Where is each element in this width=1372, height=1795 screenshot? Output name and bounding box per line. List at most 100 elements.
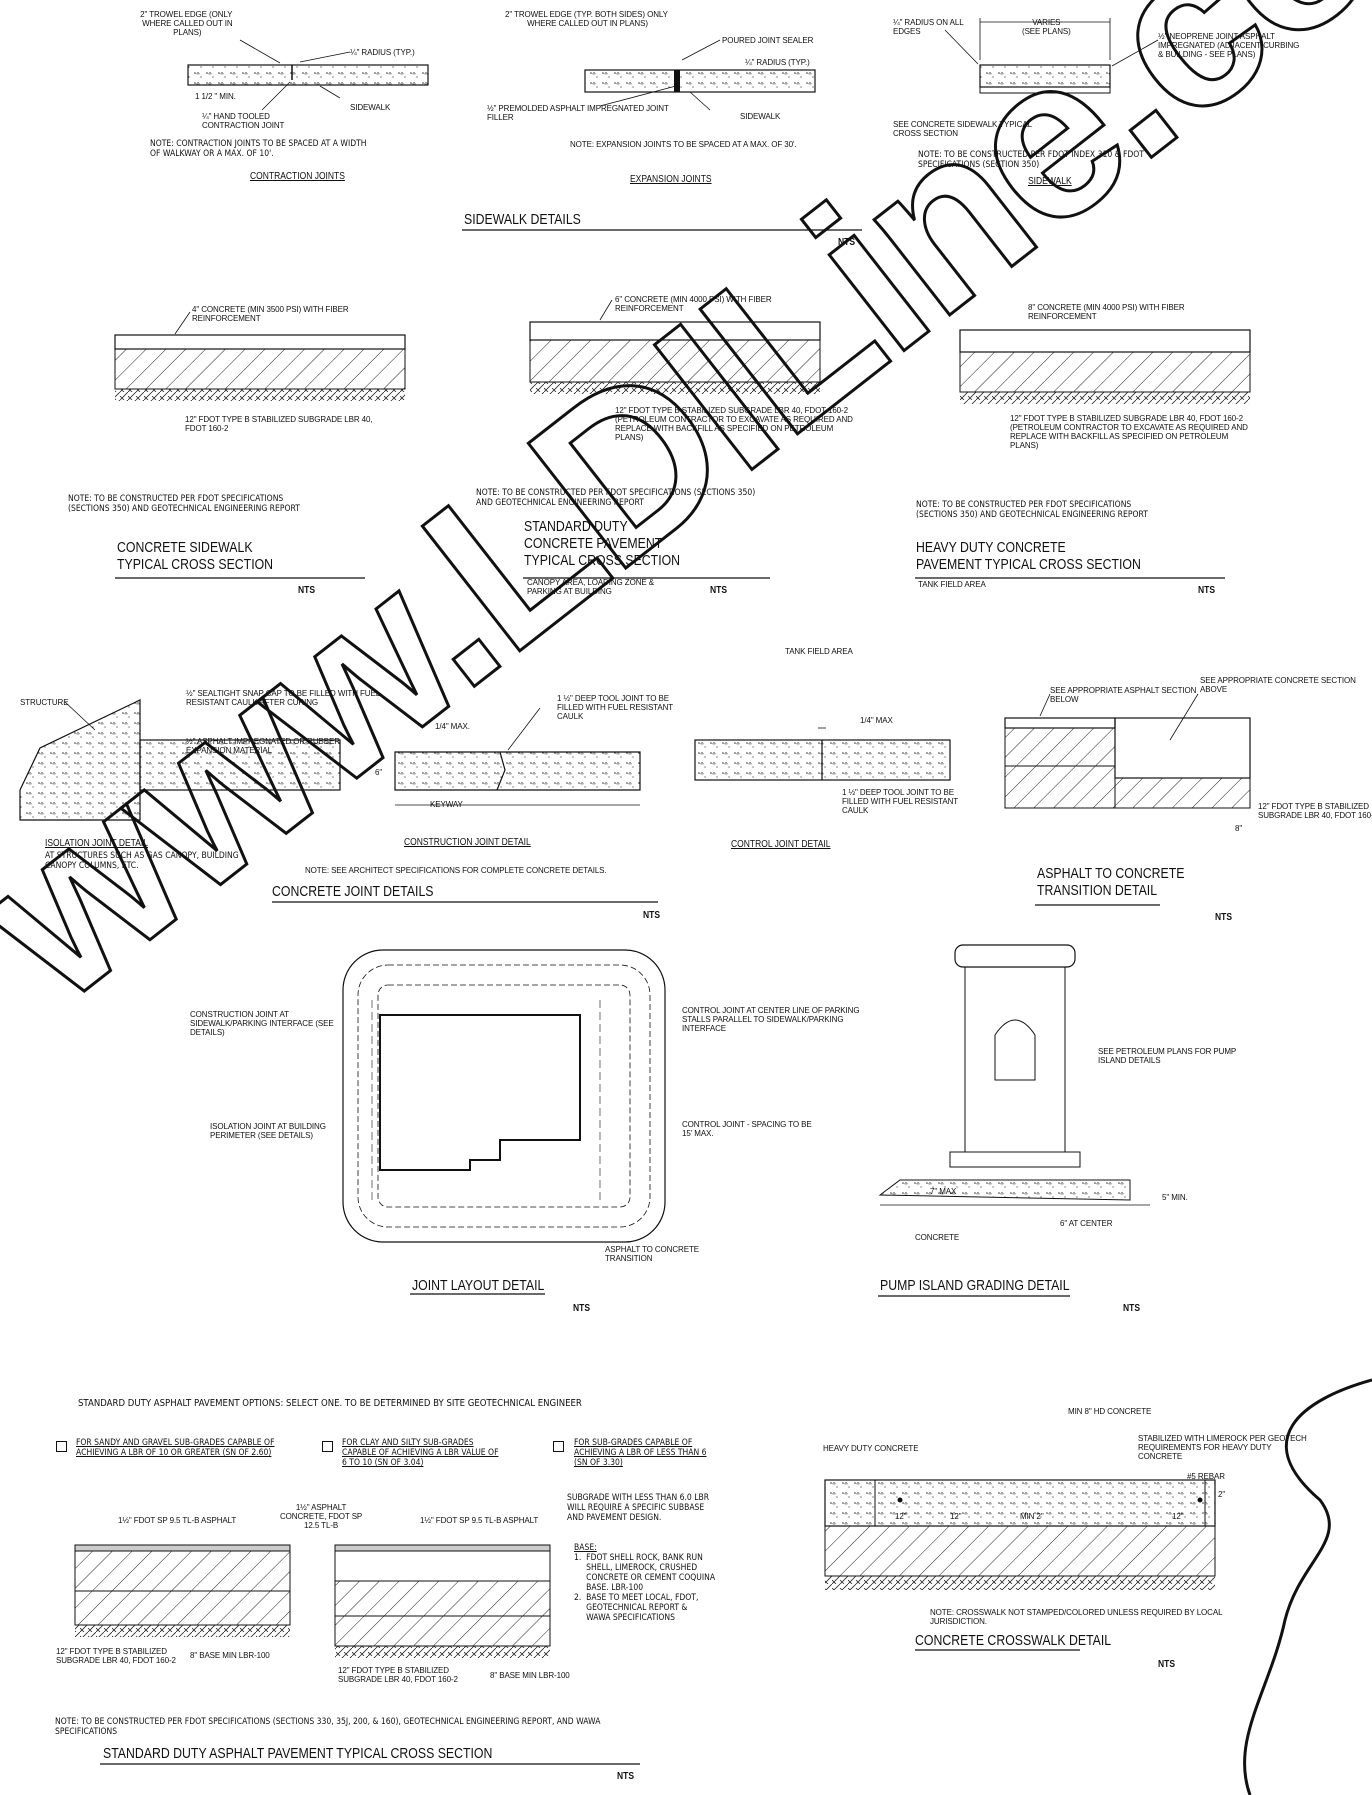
heavy-cross-section-drawing — [959, 329, 1251, 404]
joint-layout-nts: NTS — [573, 1303, 590, 1314]
architect-note: NOTE: SEE ARCHITECT SPECIFICATIONS FOR C… — [305, 866, 607, 875]
isolation-joint-desc: AT STRUCTURES SUCH AS GAS CANOPY, BUILDI… — [45, 851, 239, 871]
asphalt-heading: STANDARD DUTY ASPHALT PAVEMENT OPTIONS: … — [78, 1398, 582, 1409]
option-3-checkbox[interactable] — [553, 1441, 564, 1452]
cs-sidewalk-nts: NTS — [298, 585, 315, 596]
asphalt-a-base: 8" BASE MIN LBR-100 — [190, 1651, 270, 1660]
deep-tool-label: 1 ½" DEEP TOOL JOINT TO BE FILLED WITH F… — [557, 694, 674, 721]
crosswalk-min2: MIN 2" — [1020, 1512, 1044, 1521]
crosswalk-nts: NTS — [1158, 1659, 1175, 1670]
joint-layout-title: JOINT LAYOUT DETAIL — [412, 1277, 545, 1294]
tank-field-label: TANK FIELD AREA — [785, 647, 853, 656]
transition-nts: NTS — [1215, 912, 1232, 923]
sealtight-label: ½" SEALTIGHT SNAP CAP TO BE FILLED WITH … — [186, 689, 381, 707]
cs-sidewalk-note: NOTE: TO BE CONSTRUCTED PER FDOT SPECIFI… — [68, 494, 300, 514]
sidewalk-title: SIDEWALK — [1028, 176, 1072, 187]
cs-heavy-nts: NTS — [1198, 585, 1215, 596]
sidewalk-details-nts: NTS — [838, 237, 855, 248]
construction-joint-drawing — [394, 707, 641, 806]
transition-asphalt: SEE APPROPRIATE ASPHALT SECTION BELOW — [1050, 686, 1197, 704]
quarter-max-label: 1/4" MAX. — [435, 722, 470, 731]
concrete-joint-details-nts: NTS — [643, 910, 660, 921]
asphalt-base-title: BASE: — [574, 1543, 597, 1553]
layout-control-spacing: CONTROL JOINT - SPACING TO BE 15' MAX. — [682, 1120, 812, 1138]
pump-six-center: 6" AT CENTER — [1060, 1219, 1113, 1228]
expansion-edge-callout: 2" TROWEL EDGE (TYP. BOTH SIDES) ONLY WH… — [505, 10, 668, 28]
sidewalk-radius-edges: ¼" RADIUS ON ALL EDGES — [893, 18, 964, 36]
isolation-joint-drawing — [19, 699, 341, 821]
transition-sub: 12" FDOT TYPE B STABILIZED SUBGRADE LBR … — [1258, 802, 1372, 820]
cs-standard-area: CANOPY AREA, LOADING ZONE & PARKING AT B… — [527, 578, 654, 596]
watermark-text: www.LDILine.com — [0, 0, 1372, 1051]
crosswalk-two: 2" — [1218, 1490, 1226, 1499]
transition-title: ASPHALT TO CONCRETE TRANSITION DETAIL — [1037, 865, 1185, 899]
asphalt-b-top: 1½" FDOT SP 9.5 TL-B ASPHALT — [420, 1516, 539, 1525]
crosswalk-min8: MIN 8" HD CONCRETE — [1068, 1407, 1152, 1416]
cs-sidewalk-sub: 12" FDOT TYPE B STABILIZED SUBGRADE LBR … — [185, 415, 373, 433]
contraction-note: NOTE: CONTRACTION JOINTS TO BE SPACED AT… — [150, 139, 367, 159]
expansion-sidewalk: SIDEWALK — [740, 112, 781, 121]
asphalt-title: STANDARD DUTY ASPHALT PAVEMENT TYPICAL C… — [103, 1745, 493, 1762]
concrete-joint-details-title: CONCRETE JOINT DETAILS — [272, 883, 434, 900]
cs-standard-title: STANDARD DUTY CONCRETE PAVEMENT TYPICAL … — [524, 518, 681, 569]
contraction-hand-tooled: ¼" HAND TOOLED CONTRACTION JOINT — [202, 112, 285, 130]
pump-island-title: PUMP ISLAND GRADING DETAIL — [880, 1277, 1070, 1294]
contraction-edge-callout: 2" TROWEL EDGE (ONLY WHERE CALLED OUT IN… — [140, 10, 233, 37]
asphalt-subgrade-note: SUBGRADE WITH LESS THAN 6.0 LBR WILL REQ… — [567, 1493, 710, 1523]
contraction-joint-drawing — [187, 39, 429, 111]
asphalt-a-sub: 12" FDOT TYPE B STABILIZED SUBGRADE LBR … — [56, 1647, 176, 1665]
crosswalk-note: NOTE: CROSSWALK NOT STAMPED/COLORED UNLE… — [930, 1608, 1223, 1626]
contraction-title: CONTRACTION JOINTS — [250, 171, 345, 182]
transition-concrete: SEE APPROPRIATE CONCRETE SECTION ABOVE — [1200, 676, 1356, 694]
crosswalk-twelve-left: 12" — [895, 1512, 907, 1521]
expansion-radius: ¼" RADIUS (TYP.) — [745, 58, 810, 67]
crosswalk-twelve-right: 12" — [1172, 1512, 1184, 1521]
pump-seven-max: 7" MAX — [930, 1187, 957, 1196]
cs-sidewalk-top: 4" CONCRETE (MIN 3500 PSI) WITH FIBER RE… — [192, 305, 349, 323]
control-deep-tool: 1 ½" DEEP TOOL JOINT TO BE FILLED WITH F… — [842, 788, 959, 815]
cs-heavy-sub: 12" FDOT TYPE B STABILIZED SUBGRADE LBR … — [1010, 414, 1248, 450]
cs-sidewalk-title: CONCRETE SIDEWALK TYPICAL CROSS SECTION — [117, 539, 274, 573]
asphalt-note: NOTE: TO BE CONSTRUCTED PER FDOT SPECIFI… — [55, 1717, 601, 1737]
pump-concrete: CONCRETE — [915, 1233, 960, 1242]
cs-heavy-top: 8" CONCRETE (MIN 4000 PSI) WITH FIBER RE… — [1028, 303, 1185, 321]
pump-island-drawing — [878, 944, 1150, 1206]
cs-standard-top: 6" CONCRETE (MIN 4000 PSI) WITH FIBER RE… — [615, 295, 772, 313]
sidewalk-see-section: SEE CONCRETE SIDEWALK TYPICAL CROSS SECT… — [893, 120, 1032, 138]
option-3-label: FOR SUB-GRADES CAPABLE OF ACHIEVING A LB… — [574, 1438, 707, 1468]
option-1-checkbox[interactable] — [56, 1441, 67, 1452]
pump-five-min: 5" MIN. — [1162, 1193, 1188, 1202]
asphalt-impregnated-label: ½" ASPHALT IMPREGNATED OR RUBBER EXPANSI… — [186, 737, 340, 755]
asphalt-b-base: 8" BASE MIN LBR-100 — [490, 1671, 570, 1680]
cs-heavy-note: NOTE: TO BE CONSTRUCTED PER FDOT SPECIFI… — [916, 500, 1148, 520]
sidewalk-neoprene: ½" NEOPRENE JOINT ASPHALT IMPREGNATED (A… — [1158, 32, 1300, 59]
cs-heavy-area: TANK FIELD AREA — [918, 580, 986, 589]
sidewalk-note: NOTE: TO BE CONSTRUCTED PER FDOT INDEX 3… — [918, 150, 1145, 170]
cs-standard-nts: NTS — [710, 585, 727, 596]
crosswalk-twelve-mid: 12" — [950, 1512, 962, 1521]
contraction-radius: ¼" RADIUS (TYP.) — [350, 48, 415, 57]
expansion-sealer: POURED JOINT SEALER — [722, 36, 814, 45]
option-2-checkbox[interactable] — [322, 1441, 333, 1452]
control-quarter-max: 1/4" MAX — [860, 716, 893, 725]
crosswalk-drawing — [824, 1479, 1216, 1590]
transition-drawing — [1004, 693, 1251, 809]
crosswalk-title: CONCRETE CROSSWALK DETAIL — [915, 1632, 1112, 1649]
contraction-sidewalk: SIDEWALK — [350, 103, 391, 112]
expansion-title: EXPANSION JOINTS — [630, 174, 712, 185]
asphalt-nts: NTS — [617, 1771, 634, 1782]
layout-asphalt-transition: ASPHALT TO CONCRETE TRANSITION — [605, 1245, 699, 1263]
cs-standard-sub: 12" FDOT TYPE B STABILIZED SUBGRADE LBR … — [615, 406, 853, 442]
asphalt-base-items: 1. FDOT SHELL ROCK, BANK RUN SHELL, LIME… — [574, 1553, 716, 1623]
isolation-joint-title: ISOLATION JOINT DETAIL — [45, 838, 148, 849]
asphalt-b-conc: 1½" ASPHALT CONCRETE, FDOT SP 12.5 TL-B — [280, 1503, 363, 1530]
crosswalk-heavy: HEAVY DUTY CONCRETE — [823, 1444, 919, 1453]
control-joint-title: CONTROL JOINT DETAIL — [731, 839, 831, 850]
asphalt-a-top: 1½" FDOT SP 9.5 TL-B ASPHALT — [118, 1516, 237, 1525]
standard-cross-section-drawing — [529, 299, 821, 394]
asphalt-b-sub: 12" FDOT TYPE B STABILIZED SUBGRADE LBR … — [338, 1666, 458, 1684]
layout-isolation: ISOLATION JOINT AT BUILDING PERIMETER (S… — [210, 1122, 326, 1140]
control-joint-drawing — [694, 727, 951, 781]
sidewalk-varies: VARIES (SEE PLANS) — [1022, 18, 1071, 36]
